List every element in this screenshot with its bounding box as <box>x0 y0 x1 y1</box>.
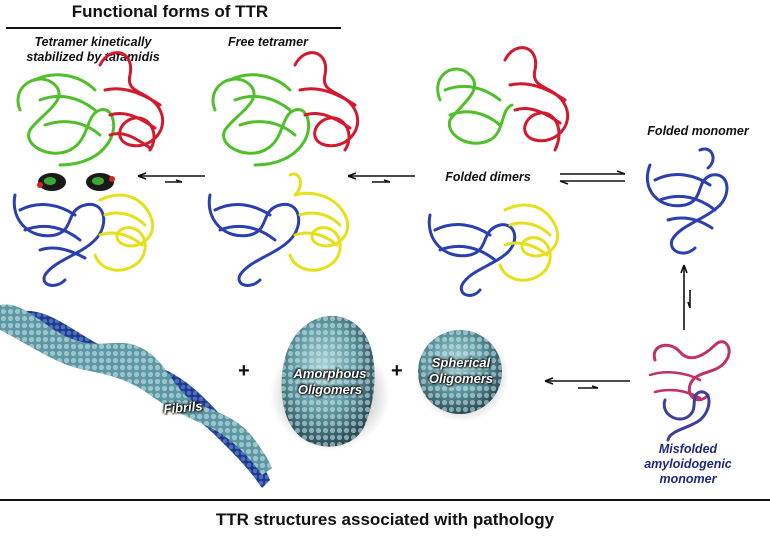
arrow-misfolded-spherical <box>544 377 630 389</box>
yellow-subunit <box>288 172 349 272</box>
spherical-label-line1: Spherical <box>431 355 491 370</box>
bottom-divider <box>0 499 770 501</box>
yellow-subunit <box>93 193 154 272</box>
red-subunit <box>293 51 360 152</box>
amorphous-label-line1: Amorphous <box>293 366 367 381</box>
misfolded-label-line1: Misfolded <box>658 442 718 456</box>
misfolded-label-line2: amyloidogenic <box>644 457 732 471</box>
free-tetramer-label: Free tetramer <box>228 35 308 49</box>
stabilized-label-line1: Tetramer kinetically <box>34 35 152 49</box>
amorphous-oligomers-label: Amorphous Oligomers <box>288 366 372 398</box>
folded-dimer-top <box>436 46 570 152</box>
green-subunit <box>436 67 514 145</box>
folded-dimers-label: Folded dimers <box>445 170 531 184</box>
blue-subunit <box>207 193 301 287</box>
amorphous-label-line2: Oligomers <box>297 382 363 397</box>
folded-monomer-structure <box>646 147 729 255</box>
misfolded-monomer-label: Misfolded amyloidogenic monomer <box>628 442 748 487</box>
equilibrium-arrows <box>137 170 691 389</box>
red-subunit <box>98 51 165 152</box>
misfolded-label-line3: monomer <box>659 472 717 486</box>
amorphous-oligomer-structure <box>270 315 390 450</box>
top-divider <box>6 27 341 29</box>
stabilized-label-line2: stabilized by tafamidis <box>26 50 160 64</box>
stabilized-tetramer-structure <box>12 51 165 287</box>
folded-dimer-bottom <box>427 203 559 297</box>
free-tetramer-structure <box>207 51 360 287</box>
green-subunit <box>211 73 311 167</box>
green-subunit <box>16 73 116 167</box>
blue-subunit <box>12 193 106 287</box>
misfolded-monomer-structure <box>648 340 731 442</box>
plus-sign-1: + <box>238 360 250 382</box>
arrow-monomer-misfolded <box>680 264 691 330</box>
spherical-label-line2: Oligomers <box>428 371 494 386</box>
arrow-free-dimers <box>347 172 415 183</box>
arrow-stabilized-free <box>137 172 205 183</box>
bottom-section-title: TTR structures associated with pathology <box>215 510 555 529</box>
red-subunit <box>503 46 570 152</box>
stabilized-tetramer-label: Tetramer kinetically stabilized by tafam… <box>8 35 178 65</box>
yellow-subunit <box>498 203 559 282</box>
blue-subunit <box>427 213 517 297</box>
tafamidis-ligands <box>37 173 115 191</box>
spherical-oligomer-structure <box>415 328 509 422</box>
folded-monomer-label: Folded monomer <box>647 124 749 138</box>
top-section-title: Functional forms of TTR <box>71 2 269 21</box>
plus-sign-2: + <box>391 360 403 382</box>
spherical-oligomers-label: Spherical Oligomers <box>420 355 502 387</box>
arrow-dimers-monomer <box>559 170 626 185</box>
fibrils-structure <box>0 304 272 488</box>
